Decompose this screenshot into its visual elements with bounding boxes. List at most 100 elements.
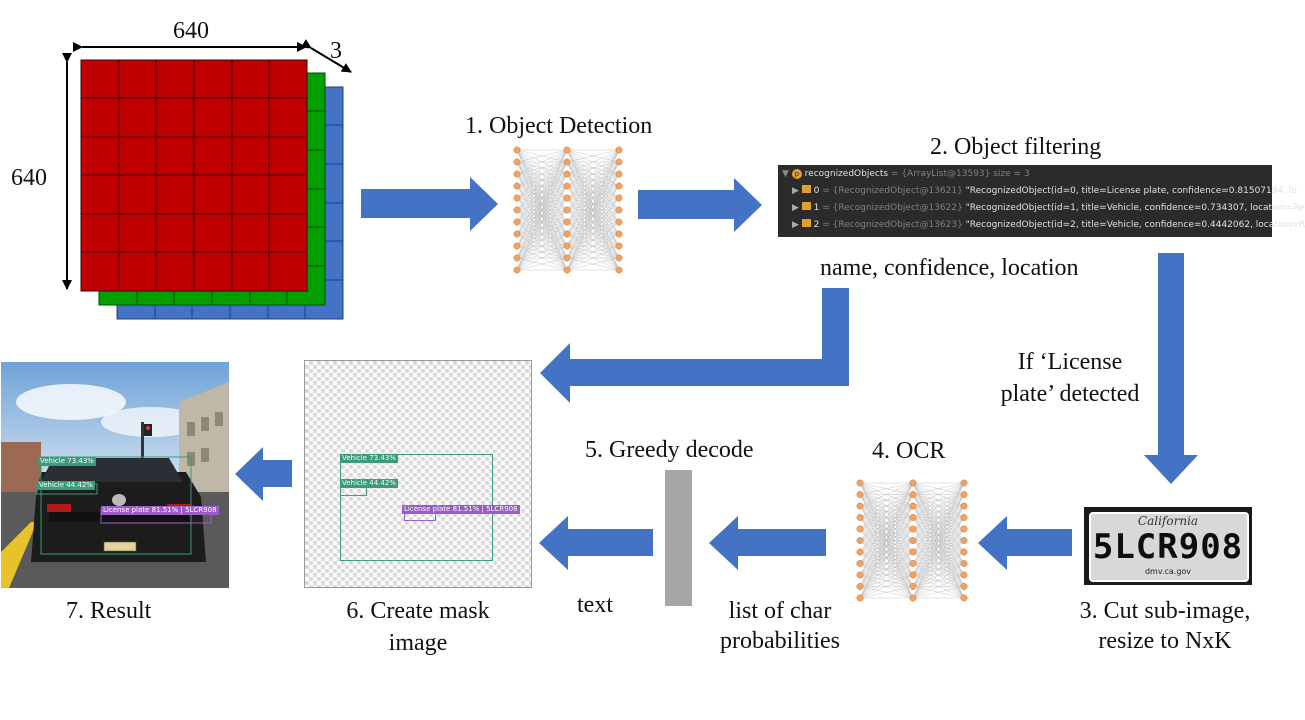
list-item-icon	[801, 219, 811, 227]
network-edge	[912, 505, 965, 599]
network-node	[856, 583, 864, 590]
filter-output-label: name, confidence, location	[820, 255, 1079, 281]
arrow-input-to-detection	[361, 177, 498, 231]
network-edge	[859, 551, 914, 599]
network-node	[856, 560, 864, 567]
greedy-decode-bar	[665, 470, 692, 606]
row-value: "RecognizedObject(id=1, title=Vehicle, c…	[965, 203, 1305, 213]
channel-red	[80, 59, 308, 292]
network-edge	[516, 149, 568, 211]
network-node	[615, 182, 623, 190]
dimension-arrows	[62, 39, 352, 290]
input-tensor	[80, 59, 344, 320]
network-node	[563, 170, 571, 178]
network-node	[615, 158, 623, 166]
network-edge	[912, 563, 965, 599]
network-node	[909, 594, 917, 602]
network-node	[909, 537, 917, 544]
channels-label: 3	[330, 38, 342, 64]
network-node	[909, 560, 917, 567]
network-edge	[912, 482, 965, 541]
network-edge	[566, 221, 620, 271]
arrow-ocr-to-decode	[709, 516, 826, 570]
network-edge	[912, 482, 965, 587]
network-edge	[912, 528, 965, 599]
network-node	[909, 583, 917, 590]
network-node	[513, 182, 521, 190]
network-edge	[516, 149, 568, 259]
network-edge	[516, 197, 568, 271]
network-node	[563, 218, 571, 226]
network-node	[513, 194, 521, 202]
network-edge	[566, 149, 620, 271]
network-edge	[912, 517, 965, 599]
network-edge	[859, 482, 914, 495]
row-reference: = {RecognizedObject@13621}	[819, 186, 966, 196]
list-item-icon	[801, 202, 811, 210]
field-icon: p	[791, 169, 802, 179]
network-edge	[912, 551, 965, 599]
network-node	[960, 479, 968, 487]
network-node	[563, 230, 571, 238]
network-node	[856, 514, 864, 521]
debugger-row[interactable]: ▶ 2 = {RecognizedObject@13623} "Recogniz…	[778, 217, 1305, 234]
network-edge	[516, 209, 568, 271]
arrow-decode-to-mask	[539, 516, 653, 570]
arrow-filtering-to-mask	[540, 288, 849, 403]
debugger-header-row[interactable]: ▼ p recognizedObjects = {ArrayList@13593…	[782, 169, 1030, 179]
step-3-label-line-2: resize to NxK	[1098, 628, 1232, 654]
network-node	[563, 206, 571, 214]
network-node	[615, 146, 623, 154]
network-edge	[516, 149, 568, 271]
expand-icon[interactable]: ▶	[792, 186, 799, 196]
network-edge	[859, 574, 914, 599]
network-node	[856, 502, 864, 510]
network-edge	[566, 233, 620, 271]
network-node	[856, 479, 864, 487]
arrow-filtering-to-cut	[1144, 253, 1198, 484]
arrow-detection-to-filtering	[638, 178, 762, 232]
network-edge	[912, 482, 965, 495]
expand-icon[interactable]: ▶	[792, 203, 799, 213]
step-4-label: 4. OCR	[872, 438, 946, 464]
network-node	[513, 146, 521, 154]
network-node	[563, 266, 571, 274]
result-image: Vehicle 73.43% Vehicle 44.42% License pl…	[1, 362, 229, 588]
plate-footer: dmv.ca.gov	[1144, 567, 1192, 576]
network-edge	[859, 563, 914, 599]
mask-image: Vehicle 73.43% Vehicle 44.42% License pl…	[304, 360, 532, 588]
network-edge	[566, 149, 620, 163]
network-node	[513, 218, 521, 226]
network-node	[563, 254, 571, 262]
network-node	[615, 266, 623, 274]
network-edge	[859, 517, 914, 599]
row-value: "RecognizedObject(id=0, title=License pl…	[965, 186, 1297, 196]
network-node	[615, 254, 623, 262]
network-node	[513, 158, 521, 166]
step-1-label: 1. Object Detection	[465, 113, 653, 139]
network-node	[960, 491, 968, 498]
step-2-label: 2. Object filtering	[930, 134, 1102, 160]
list-item-icon	[801, 185, 811, 193]
network-edge	[566, 149, 620, 259]
network-edge	[566, 149, 620, 223]
network-edge	[566, 149, 620, 211]
flow-arrows	[235, 177, 1198, 570]
width-label: 640	[173, 18, 209, 44]
plate-header: California	[1137, 514, 1199, 528]
network-edge	[516, 149, 568, 175]
network-edge	[912, 586, 965, 599]
debugger-row[interactable]: ▶ 1 = {RecognizedObject@13622} "Recogniz…	[778, 200, 1305, 217]
network-node	[856, 491, 864, 498]
expand-icon[interactable]: ▶	[792, 220, 799, 230]
network-edge	[859, 482, 914, 541]
network-edge	[912, 482, 965, 564]
network-edge	[859, 482, 914, 587]
network-edge	[516, 149, 568, 199]
network-edge	[566, 257, 620, 271]
debugger-row[interactable]: ▶ 0 = {RecognizedObject@13621} "Recogniz…	[778, 183, 1297, 200]
network-node	[960, 560, 968, 567]
network-node	[856, 537, 864, 544]
network-edge	[912, 482, 965, 553]
network-node	[615, 230, 623, 238]
